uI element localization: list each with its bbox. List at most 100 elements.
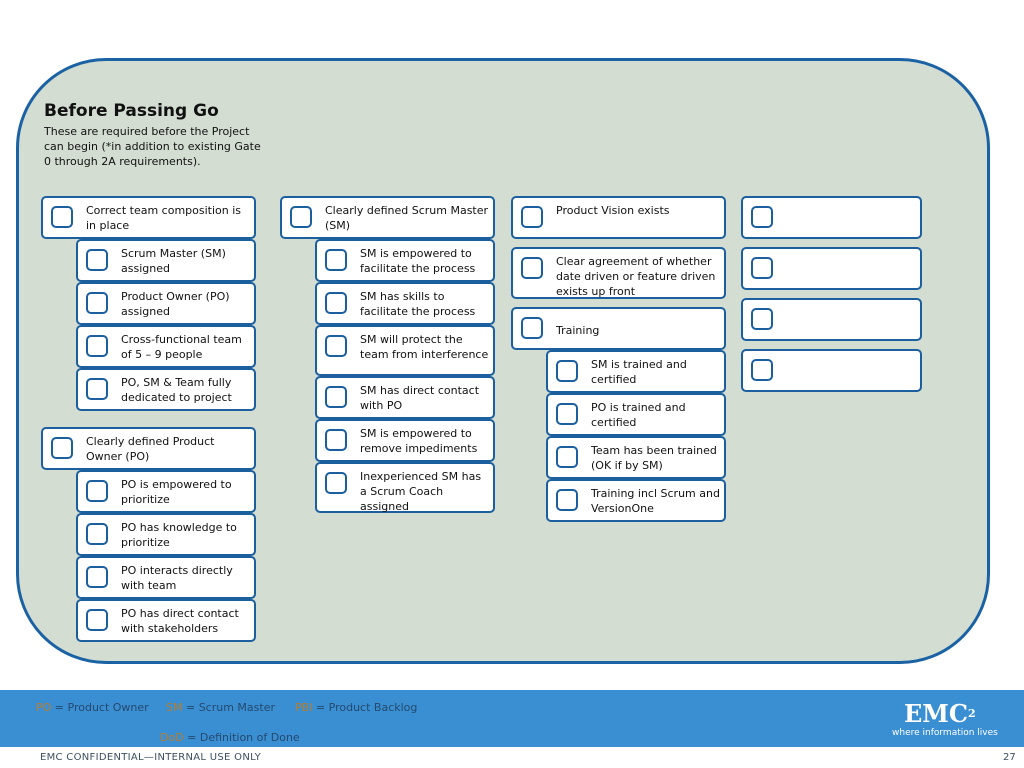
- checklist-item-label: SM has direct contact with PO: [360, 384, 480, 412]
- logo-tagline: where information lives: [892, 728, 998, 738]
- legend-abbr: SM: [166, 701, 183, 714]
- emc-logo: EMC2 where information lives: [892, 699, 1002, 741]
- checklist-subitem: Training incl Scrum and VersionOne: [546, 479, 726, 522]
- checkbox-icon[interactable]: [556, 403, 578, 425]
- checklist-subitem: PO, SM & Team fully dedicated to project: [76, 368, 256, 411]
- checklist-subitem: SM will protect the team from interferen…: [315, 325, 495, 376]
- checkbox-icon[interactable]: [751, 257, 773, 279]
- checklist-item-label: Clearly defined Scrum Master (SM): [325, 204, 489, 232]
- logo-superscript: 2: [967, 707, 976, 720]
- checklist-item-label: SM is empowered to facilitate the proces…: [360, 247, 476, 275]
- checkbox-icon[interactable]: [86, 480, 108, 502]
- empty-checklist-item: [741, 247, 922, 290]
- checklist-item-label: Scrum Master (SM) assigned: [121, 247, 226, 275]
- empty-checklist-item: [741, 349, 922, 392]
- checklist-item-label: Training: [556, 324, 600, 337]
- legend-po: PO = Product Owner: [36, 701, 149, 714]
- checklist-item-label: Team has been trained (OK if by SM): [591, 444, 717, 472]
- checklist-subitem: Inexperienced SM has a Scrum Coach assig…: [315, 462, 495, 513]
- checkbox-icon[interactable]: [556, 489, 578, 511]
- checkbox-icon[interactable]: [51, 437, 73, 459]
- legend-abbr: DoD: [160, 731, 184, 744]
- checklist-subitem: SM is trained and certified: [546, 350, 726, 393]
- checklist-subitem: Scrum Master (SM) assigned: [76, 239, 256, 282]
- empty-checklist-item: [741, 298, 922, 341]
- checkbox-icon[interactable]: [325, 292, 347, 314]
- checkbox-icon[interactable]: [325, 472, 347, 494]
- confidential-notice: EMC CONFIDENTIAL—INTERNAL USE ONLY: [40, 752, 262, 763]
- checklist-item: Clear agreement of whether date driven o…: [511, 247, 726, 299]
- checklist-item-label: SM will protect the team from interferen…: [360, 333, 489, 361]
- checklist-subitem: SM is empowered to remove impediments: [315, 419, 495, 462]
- checkbox-icon[interactable]: [86, 335, 108, 357]
- checklist-item: Clearly defined Product Owner (PO): [41, 427, 256, 470]
- checkbox-icon[interactable]: [325, 429, 347, 451]
- checklist-item: Training: [511, 307, 726, 350]
- checklist-item-label: Product Owner (PO) assigned: [121, 290, 230, 318]
- checklist-subitem: PO has knowledge to prioritize: [76, 513, 256, 556]
- checklist-item: Clearly defined Scrum Master (SM): [280, 196, 495, 239]
- checkbox-icon[interactable]: [86, 566, 108, 588]
- checkbox-icon[interactable]: [86, 249, 108, 271]
- logo-brand: EMC2: [904, 699, 976, 728]
- footer-bar: [0, 690, 1024, 747]
- checkbox-icon[interactable]: [751, 308, 773, 330]
- checklist-item-label: PO is empowered to prioritize: [121, 478, 232, 506]
- checkbox-icon[interactable]: [325, 335, 347, 357]
- checklist-item-label: PO is trained and certified: [591, 401, 686, 429]
- checklist-item-label: SM is trained and certified: [591, 358, 687, 386]
- checkbox-icon[interactable]: [325, 386, 347, 408]
- legend-pbi: PBI = Product Backlog: [295, 701, 417, 714]
- legend-text: = Product Owner: [51, 701, 149, 714]
- checklist-subitem: Team has been trained (OK if by SM): [546, 436, 726, 479]
- checklist-item-label: Clear agreement of whether date driven o…: [556, 255, 716, 298]
- checklist-item-label: Inexperienced SM has a Scrum Coach assig…: [360, 470, 482, 513]
- checkbox-icon[interactable]: [290, 206, 312, 228]
- checklist-item-label: Cross-functional team of 5 – 9 people: [121, 333, 242, 361]
- checkbox-icon[interactable]: [751, 206, 773, 228]
- checklist-subitem: PO is empowered to prioritize: [76, 470, 256, 513]
- checkbox-icon[interactable]: [751, 359, 773, 381]
- slide-title: Before Passing Go: [44, 101, 219, 121]
- checkbox-icon[interactable]: [86, 378, 108, 400]
- checklist-item-label: PO interacts directly with team: [121, 564, 233, 592]
- checkbox-icon[interactable]: [521, 206, 543, 228]
- checklist-subitem: Cross-functional team of 5 – 9 people: [76, 325, 256, 368]
- checkbox-icon[interactable]: [556, 446, 578, 468]
- checklist-item-label: Clearly defined Product Owner (PO): [86, 435, 215, 463]
- checkbox-icon[interactable]: [51, 206, 73, 228]
- legend-text: = Product Backlog: [312, 701, 418, 714]
- checkbox-icon[interactable]: [521, 257, 543, 279]
- checklist-item-label: SM is empowered to remove impediments: [360, 427, 478, 455]
- checklist-subitem: Product Owner (PO) assigned: [76, 282, 256, 325]
- checklist-subitem: SM has skills to facilitate the process: [315, 282, 495, 325]
- checkbox-icon[interactable]: [86, 292, 108, 314]
- checklist-item-label: SM has skills to facilitate the process: [360, 290, 476, 318]
- checklist-subitem: PO interacts directly with team: [76, 556, 256, 599]
- checklist-subitem: PO is trained and certified: [546, 393, 726, 436]
- checkbox-icon[interactable]: [556, 360, 578, 382]
- checkbox-icon[interactable]: [521, 317, 543, 339]
- checklist-item-label: Correct team composition is in place: [86, 204, 242, 232]
- legend-text: = Scrum Master: [182, 701, 275, 714]
- legend-abbr: PBI: [295, 701, 313, 714]
- legend-dod: DoD = Definition of Done: [160, 731, 300, 744]
- checklist-item: Correct team composition is in place: [41, 196, 256, 239]
- checkbox-icon[interactable]: [325, 249, 347, 271]
- checklist-item-label: Training incl Scrum and VersionOne: [591, 487, 720, 515]
- checkbox-icon[interactable]: [86, 609, 108, 631]
- slide-intro: These are required before the Project ca…: [44, 125, 261, 168]
- checklist-item-label: PO has knowledge to prioritize: [121, 521, 237, 549]
- checklist-subitem: SM has direct contact with PO: [315, 376, 495, 419]
- checklist-item-label: PO, SM & Team fully dedicated to project: [121, 376, 232, 404]
- legend-text: = Definition of Done: [183, 731, 300, 744]
- checklist-item: Product Vision exists: [511, 196, 726, 239]
- checklist-item-label: Product Vision exists: [556, 204, 670, 217]
- checklist-subitem: PO has direct contact with stakeholders: [76, 599, 256, 642]
- checklist-subitem: SM is empowered to facilitate the proces…: [315, 239, 495, 282]
- checkbox-icon[interactable]: [86, 523, 108, 545]
- checklist-item-label: PO has direct contact with stakeholders: [121, 607, 239, 635]
- legend-sm: SM = Scrum Master: [166, 701, 275, 714]
- legend-abbr: PO: [36, 701, 52, 714]
- page-number: 27: [1003, 752, 1016, 763]
